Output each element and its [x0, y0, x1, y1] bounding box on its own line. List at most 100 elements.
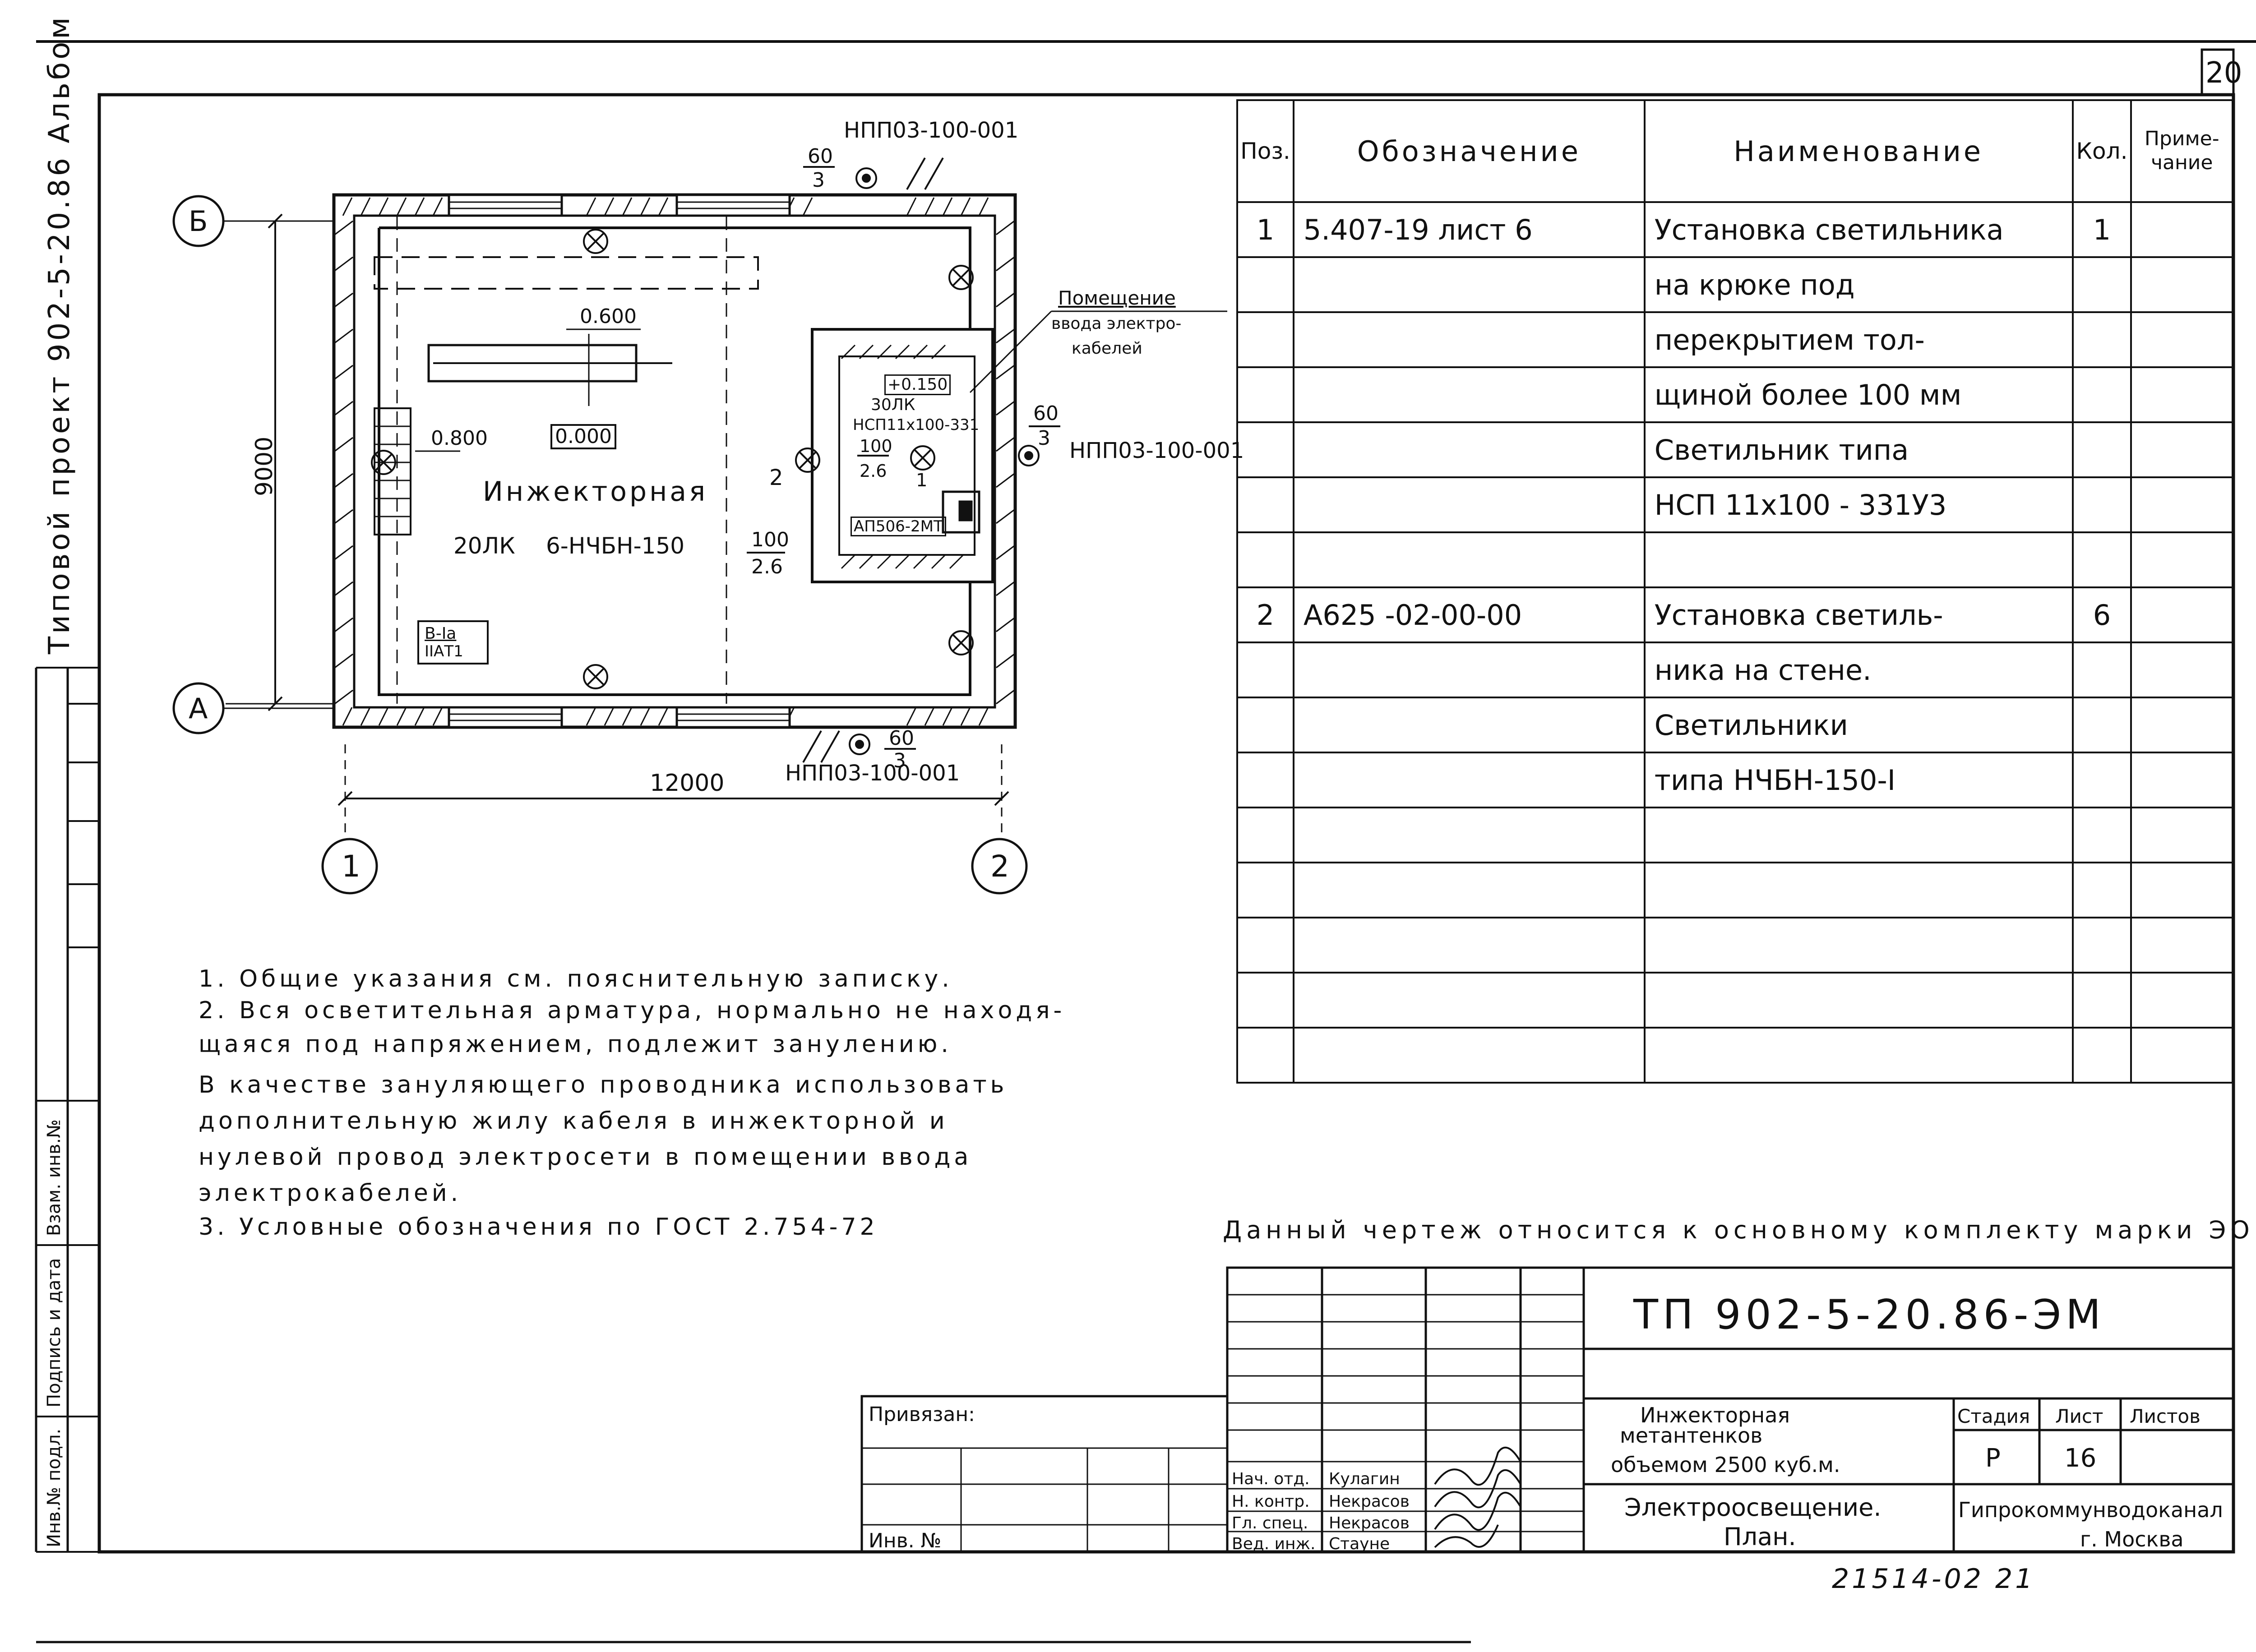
- table-row: [1236, 862, 2233, 918]
- cell-qty: [2071, 366, 2132, 423]
- axis-label-2: 2: [990, 849, 1009, 884]
- cell-qty: 1: [2071, 201, 2132, 258]
- table-row: типа НЧБН-150-I: [1236, 752, 2233, 808]
- zone-class-box: В-Iа IIАТ1: [417, 620, 489, 664]
- cell-pos: [1236, 807, 1294, 863]
- cable-label-top: НПП03-100-001: [844, 118, 1019, 143]
- table-row: Светильник типа: [1236, 421, 2233, 478]
- cell-qty: [2071, 807, 2132, 863]
- table-row: щиной более 100 мм: [1236, 366, 2233, 423]
- signatures: [1434, 1446, 1521, 1548]
- table-row: на крюке под: [1236, 256, 2233, 313]
- level-mark-stair: 0.800: [431, 427, 488, 450]
- header-name: Наименование: [1643, 99, 2074, 203]
- room2-panel: АП506-2МТ: [851, 517, 946, 536]
- cell-pos: [1236, 421, 1294, 478]
- table-row: [1236, 531, 2233, 588]
- inv-label: Инв. №: [869, 1529, 942, 1552]
- cell-designation: [1292, 476, 1646, 533]
- cell-note: [2130, 1027, 2233, 1084]
- cell-qty: [2071, 697, 2132, 753]
- cell-pos: [1236, 366, 1294, 423]
- cell-qty: [2071, 476, 2132, 533]
- cell-name: [1643, 531, 2074, 588]
- dimension-width: 12000: [650, 770, 725, 797]
- floor-plan: [172, 157, 1227, 895]
- table-row: [1236, 1027, 2233, 1084]
- sheet-title-2: План.: [1724, 1523, 1796, 1551]
- object-line-3: объемом 2500 куб.м.: [1611, 1453, 1840, 1477]
- axis-label-b: Б: [189, 205, 208, 238]
- role-4: Вед. инж.: [1232, 1535, 1316, 1553]
- cell-name: [1643, 862, 2074, 918]
- cell-note: [2130, 862, 2233, 918]
- sheet-title-1: Электроосвещение.: [1624, 1493, 1882, 1522]
- cell-designation: [1292, 917, 1646, 974]
- cable-fraction-top-num: 60: [808, 145, 833, 168]
- callout-2: 2: [769, 465, 783, 490]
- cell-designation: [1292, 421, 1646, 478]
- cable-fraction-right-num: 60: [1033, 402, 1059, 425]
- cell-designation: 5.407-19 лист 6: [1292, 201, 1646, 258]
- table-row: [1236, 972, 2233, 1029]
- cell-qty: [2071, 256, 2132, 313]
- table-row: ника на стене.: [1236, 641, 2233, 698]
- name-2: Некрасов: [1329, 1492, 1410, 1511]
- cable-label-bottom: НПП03-100-001: [785, 761, 960, 786]
- cell-name: Светильники: [1643, 697, 2074, 753]
- header-note: Приме- чание: [2130, 99, 2233, 203]
- cell-designation: [1292, 641, 1646, 698]
- table-row: перекрытием тол-: [1236, 311, 2233, 368]
- specification-table: Поз. Обозначение Наименование Кол. Приме…: [1236, 99, 2233, 1084]
- cable-label-right: НПП03-100-001: [1069, 438, 1244, 463]
- cell-qty: [2071, 917, 2132, 974]
- name-3: Некрасов: [1329, 1514, 1410, 1532]
- cell-name: Установка светиль-: [1643, 586, 2074, 643]
- cell-note: [2130, 586, 2233, 643]
- table-row: [1236, 807, 2233, 863]
- axis-label-a: А: [189, 692, 208, 725]
- cell-designation: [1292, 972, 1646, 1029]
- cable-fraction-bottom-den: 3: [893, 749, 906, 772]
- cell-note: [2130, 697, 2233, 753]
- note-2-cont-2: В качестве зануляющего проводника исполь…: [199, 1071, 1008, 1098]
- cell-name: щиной более 100 мм: [1643, 366, 2074, 423]
- sheets-label: Листов: [2130, 1405, 2201, 1427]
- cell-designation: [1292, 366, 1646, 423]
- cell-name: Светильник типа: [1643, 421, 2074, 478]
- cell-pos: [1236, 697, 1294, 753]
- header-note-1: Приме-: [2144, 127, 2219, 151]
- cell-name: ника на стене.: [1643, 641, 2074, 698]
- sheet-value: 16: [2064, 1444, 2097, 1473]
- cell-note: [2130, 807, 2233, 863]
- note-2-cont-5: электрокабелей.: [199, 1180, 462, 1207]
- table-row: [1236, 917, 2233, 974]
- header-note-2: чание: [2151, 151, 2213, 174]
- level-mark-crane: 0.600: [580, 305, 637, 328]
- stage-value: Р: [1985, 1444, 2001, 1473]
- cell-name: [1643, 807, 2074, 863]
- cell-designation: [1292, 1027, 1646, 1084]
- cell-pos: 2: [1236, 586, 1294, 643]
- cell-qty: [2071, 972, 2132, 1029]
- cell-designation: [1292, 697, 1646, 753]
- cell-note: [2130, 476, 2233, 533]
- note-2: 2. Вся осветительная арматура, нормально…: [199, 997, 1066, 1024]
- header-designation: Обозначение: [1292, 99, 1646, 203]
- zone-class-1: В-Iа: [425, 624, 457, 643]
- room2-fraction-bottom: 2.6: [860, 461, 887, 481]
- room2-title-3: кабелей: [1072, 339, 1142, 358]
- note-2-cont-3: дополнительную жилу кабеля в инжекторной…: [199, 1107, 948, 1135]
- cell-pos: [1236, 862, 1294, 918]
- cell-pos: [1236, 256, 1294, 313]
- cell-name: типа НЧБН-150-I: [1643, 752, 2074, 808]
- org-line-2: г. Москва: [2080, 1527, 2184, 1551]
- bound-label: Привязан:: [869, 1403, 975, 1426]
- cell-note: [2130, 917, 2233, 974]
- axis-2-bubble: [971, 838, 1028, 895]
- cell-qty: [2071, 311, 2132, 368]
- role-1: Нач. отд.: [1232, 1470, 1310, 1488]
- cell-designation: [1292, 862, 1646, 918]
- luminaire-icons: [371, 229, 974, 689]
